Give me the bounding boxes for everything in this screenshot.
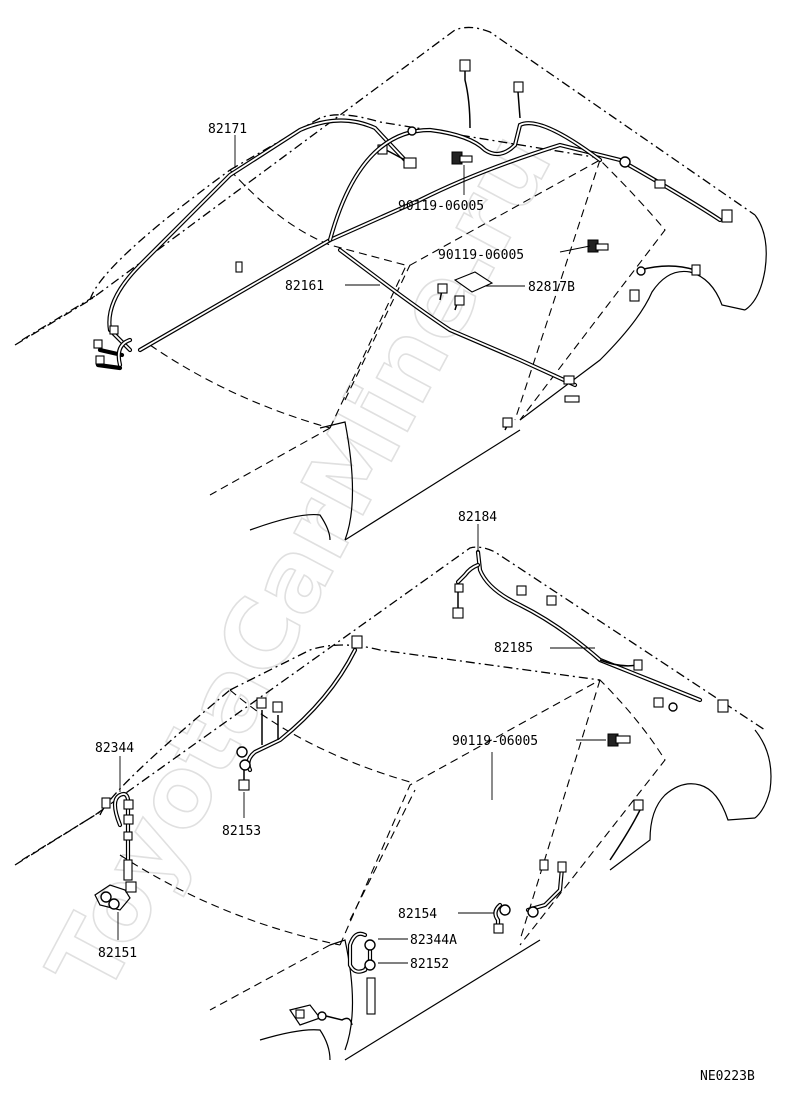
label-82161: 82161 <box>285 279 324 294</box>
label-82817b: 82817B <box>528 280 575 295</box>
harness-82184 <box>452 549 729 713</box>
connector-icon <box>272 701 283 713</box>
connector-icon <box>493 923 504 934</box>
label-82344: 82344 <box>95 741 134 756</box>
connector-icon <box>123 799 134 810</box>
label-82154: 82154 <box>398 907 437 922</box>
clip-icon <box>108 898 120 910</box>
label-82184: 82184 <box>458 510 497 525</box>
top-right-wires <box>407 126 733 302</box>
connector-icon <box>454 583 464 593</box>
clip-icon <box>236 746 248 758</box>
label-82185: 82185 <box>494 641 533 656</box>
connector-icon <box>654 179 666 189</box>
connector-icon <box>633 659 643 671</box>
connector-icon <box>691 264 701 276</box>
label-82152: 82152 <box>410 957 449 972</box>
harness-82171 <box>93 118 417 371</box>
clip-icon <box>619 156 631 168</box>
connector-icon <box>516 585 527 596</box>
connector-icon <box>459 59 471 72</box>
drawing-code: NE0223B <box>700 1069 755 1084</box>
connector-icon <box>256 697 267 709</box>
bumper-wire <box>289 1004 353 1026</box>
connector-icon <box>366 977 376 1015</box>
connector-icon <box>235 261 243 273</box>
connector-icon <box>454 295 465 306</box>
pad-82817b-icon <box>453 271 494 293</box>
top-car-body <box>14 26 767 541</box>
connector-icon <box>564 395 580 403</box>
clip-icon <box>636 266 646 276</box>
clip-icon <box>499 904 511 916</box>
bottom-view: 82184 82185 90119-06005 82344 82153 8215… <box>14 510 772 1061</box>
clip-icon <box>239 759 251 771</box>
connector-icon <box>563 375 575 385</box>
harness-82153 <box>236 635 363 791</box>
connector-icon <box>93 339 103 349</box>
connector-icon <box>295 1009 305 1019</box>
connector-icon <box>403 157 417 169</box>
connector-icon <box>629 289 640 302</box>
connector-icon <box>123 831 133 841</box>
connector-icon <box>717 699 729 713</box>
clip-icon <box>527 906 539 918</box>
connector-icon <box>546 595 557 606</box>
connector-icon <box>109 325 119 335</box>
connector-icon <box>101 797 111 809</box>
connector-icon <box>95 355 105 365</box>
clip-icon <box>100 891 112 903</box>
connector-icon <box>238 779 250 791</box>
bolt-icon <box>451 151 473 165</box>
top-view: 82171 90119-06005 90119-06005 82161 8281… <box>14 26 767 541</box>
connector-icon <box>437 283 448 294</box>
bolt-icon <box>607 733 631 747</box>
bolt-icon <box>587 239 609 253</box>
connector-icon <box>557 861 567 873</box>
label-90119-06005-b: 90119-06005 <box>438 248 524 263</box>
label-82344a: 82344A <box>410 933 457 948</box>
harness-82161 <box>137 59 723 431</box>
clip-icon <box>407 126 417 136</box>
label-82151: 82151 <box>98 946 137 961</box>
label-90119-06005-c: 90119-06005 <box>452 734 538 749</box>
connector-icon <box>125 881 137 893</box>
connector-icon <box>502 417 513 428</box>
connector-icon <box>721 209 733 223</box>
label-90119-06005-a: 90119-06005 <box>398 199 484 214</box>
harness-82344 <box>94 791 137 911</box>
connector-icon <box>539 859 549 871</box>
label-82153: 82153 <box>222 824 261 839</box>
connector-icon <box>653 697 664 708</box>
clip-icon <box>364 939 376 951</box>
clip-icon <box>668 702 678 712</box>
bottom-leader-lines <box>117 524 606 964</box>
top-leader-lines <box>234 135 591 287</box>
harness-82154 <box>493 799 644 934</box>
connector-icon <box>452 607 464 619</box>
bottom-car-body <box>14 546 772 1061</box>
clip-icon <box>364 959 376 971</box>
connector-icon <box>351 635 363 649</box>
harness-82344a <box>347 931 376 1015</box>
connector-icon <box>123 814 134 825</box>
clip-icon <box>317 1011 327 1021</box>
connector-icon <box>513 81 524 93</box>
connector-icon <box>123 859 133 881</box>
label-82171: 82171 <box>208 122 247 137</box>
connector-icon <box>633 799 644 811</box>
